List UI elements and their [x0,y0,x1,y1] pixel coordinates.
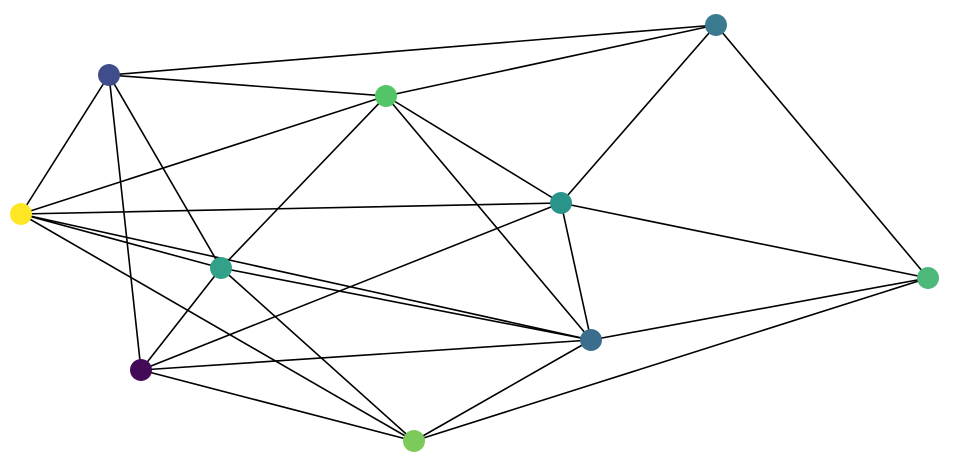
edge-n2-n5 [385,95,562,204]
node-n10 [403,430,425,452]
edge-n4-n8 [20,213,592,341]
edge-n1-n6 [108,74,222,269]
graph-nodes [10,14,939,452]
edge-n7-n10 [413,277,929,442]
edge-n7-n8 [590,277,929,341]
edge-n4-n10 [20,213,415,442]
node-n8 [580,329,602,351]
edge-n5-n7 [560,202,929,279]
edge-n1-n3 [108,24,717,76]
edge-n6-n9 [140,267,222,371]
edge-n2-n4 [20,95,387,215]
edge-n2-n3 [385,24,717,97]
edge-n2-n6 [220,95,387,269]
node-n3 [705,14,727,36]
node-n4 [10,203,32,225]
edge-n8-n9 [140,339,592,371]
edge-n5-n9 [140,202,562,371]
edge-n9-n10 [140,369,415,442]
edge-n6-n8 [220,267,592,341]
edge-n6-n10 [220,267,415,442]
edge-n1-n2 [108,74,387,97]
edge-n4-n6 [20,213,222,269]
node-n5 [550,192,572,214]
edge-n3-n7 [715,24,929,279]
node-n6 [210,257,232,279]
edge-n3-n5 [560,24,717,204]
node-n2 [375,85,397,107]
edge-n5-n8 [560,202,592,341]
edge-n1-n4 [20,74,110,215]
edge-n8-n10 [413,339,592,442]
graph-edges [20,24,929,442]
node-n1 [98,64,120,86]
node-n9 [130,359,152,381]
edge-n4-n5 [20,202,562,215]
edge-n2-n8 [385,95,592,341]
node-n7 [917,267,939,289]
edge-n1-n9 [108,74,142,371]
